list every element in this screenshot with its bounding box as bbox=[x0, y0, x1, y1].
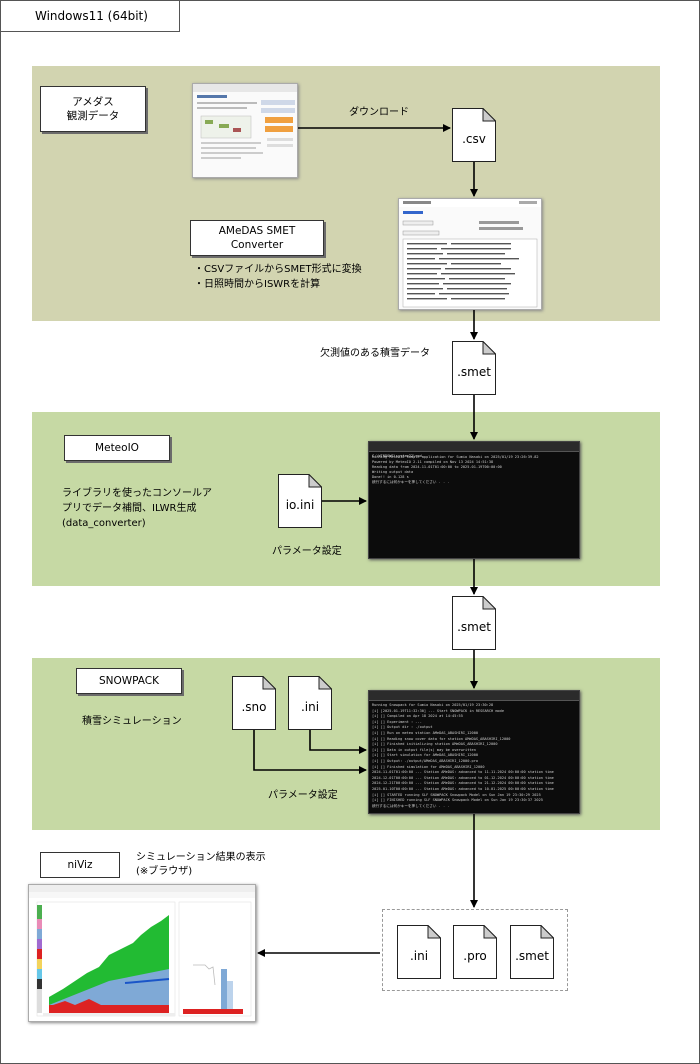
output-smet-file: .smet bbox=[510, 925, 554, 979]
io-ini-file: io.ini bbox=[278, 474, 322, 528]
console-line: [i] [] Output dir : ./output bbox=[372, 725, 433, 730]
console-line: [i] [2025-01-19T11:32:30] --- Start SNOW… bbox=[372, 708, 504, 713]
output-pro-file: .pro bbox=[453, 925, 497, 979]
os-label: Windows11 (64bit) bbox=[0, 0, 180, 32]
amedas-title-line1: アメダス bbox=[72, 95, 114, 108]
output-smet-label: .smet bbox=[515, 949, 549, 963]
meteoio-desc-line2: プリでデータ補間、ILWR生成 bbox=[62, 503, 197, 514]
console-line: Writing output data bbox=[372, 470, 414, 474]
meteoio-console-title: C:\WINDOWS\system32\cmd. bbox=[372, 454, 424, 458]
niviz-desc-line1: シミュレーション結果の表示 bbox=[136, 852, 266, 863]
amedas-title-box: アメダス 観測データ bbox=[40, 86, 146, 132]
console-line: [i] [] Experiment : --- bbox=[372, 719, 422, 724]
niviz-screenshot bbox=[28, 884, 256, 1022]
niviz-desc-line2: (※ブラウザ) bbox=[136, 866, 193, 877]
output-pro-label: .pro bbox=[463, 949, 487, 963]
console-line: [i] [] FINISHED running SLF SNOWPACK Sno… bbox=[372, 798, 543, 803]
console-line: [i] [] Reading snow cover data for stati… bbox=[372, 736, 511, 741]
meteoio-title-box: MeteoIO bbox=[64, 435, 170, 461]
console-line: Reading data from 2024-11-01T01:00:00 to… bbox=[372, 465, 502, 469]
snowpack-title: SNOWPACK bbox=[98, 674, 160, 687]
meteoio-desc-line3: (data_converter) bbox=[62, 518, 146, 529]
console-line: [i] [] Data in output file(s) may be ove… bbox=[372, 747, 476, 752]
console-line: Running Snowpack for Sumio Nasaki on 202… bbox=[372, 703, 494, 707]
console-line: Running MeteoIO sample application for S… bbox=[372, 455, 539, 459]
smet-file-2: .smet bbox=[452, 596, 496, 650]
snowpack-console-titlebar bbox=[369, 691, 579, 701]
console-line: 2025-01-10T00:00:00 --- Station AMeDAS: … bbox=[372, 786, 554, 791]
console-line: 2024-11-01T01:00:00 --- Station AMeDAS: … bbox=[372, 770, 554, 775]
smet-file-1: .smet bbox=[452, 341, 496, 395]
csv-file-label: .csv bbox=[462, 132, 486, 146]
console-line: [i] [] Output: ./output/AMeDAS_ABASHIRI_… bbox=[372, 758, 479, 763]
niviz-title-box: niViz bbox=[40, 852, 120, 878]
console-line: [i] [] Run on meteo station AMeDAS_ABASH… bbox=[372, 730, 479, 735]
console-line: 続行するには何かキーを押してください . . . bbox=[372, 480, 450, 484]
converter-line1: AMeDAS SMET bbox=[218, 224, 296, 237]
meteoio-title: MeteoIO bbox=[95, 441, 139, 454]
converter-bullet-1: ・CSVファイルからSMET形式に変換 bbox=[194, 264, 362, 275]
output-ini-label: .ini bbox=[409, 949, 429, 963]
console-line: [i] [] Compiled on Apr 18 2024 at 14:45:… bbox=[372, 714, 463, 719]
meteoio-desc-line1: ライブラリを使ったコンソールア bbox=[62, 488, 212, 499]
smet-file-1-label: .smet bbox=[457, 365, 491, 379]
console-line: [i] [] Finished initializing station AMe… bbox=[372, 742, 498, 747]
smet-file-2-label: .smet bbox=[457, 620, 491, 634]
console-line: [i] [] STARTED running SLF SNOWPACK Snow… bbox=[372, 792, 541, 797]
amedas-title-line2: 観測データ bbox=[66, 110, 120, 122]
snowpack-param-label: パラメータ設定 bbox=[268, 790, 338, 801]
meteoio-param-label: パラメータ設定 bbox=[272, 546, 342, 557]
converter-box: AMeDAS SMET Converter bbox=[190, 220, 324, 256]
meteoio-console: C:\WINDOWS\system32\cmd. Running MeteoIO… bbox=[368, 441, 580, 559]
console-line: 続行するには何かキーを押してください . . . bbox=[372, 803, 450, 808]
console-line: 2024-12-01T00:00:00 --- Station AMeDAS: … bbox=[372, 775, 554, 780]
smet-missing-caption: 欠測値のある積雪データ bbox=[320, 348, 430, 359]
converter-line2: Converter bbox=[230, 239, 284, 251]
snowpack-ini-file: .ini bbox=[288, 676, 332, 730]
console-line: [i] [] Start simulation for AMeDAS_ABASH… bbox=[372, 753, 479, 758]
console-line: 2024-12-21T00:00:00 --- Station AMeDAS: … bbox=[372, 781, 554, 786]
download-label: ダウンロード bbox=[349, 107, 409, 118]
converter-bullet-2: ・日照時間からISWRを計算 bbox=[194, 279, 321, 290]
console-line: Powered by MeteoIO 2.11 compiled on Nov … bbox=[372, 460, 494, 464]
meteoio-console-titlebar: C:\WINDOWS\system32\cmd. bbox=[369, 442, 579, 458]
sno-file-label: .sno bbox=[241, 700, 267, 714]
csv-file: .csv bbox=[452, 108, 496, 162]
snowpack-console: Running Snowpack for Sumio Nasaki on 202… bbox=[368, 690, 580, 814]
amedas-web-screenshot bbox=[192, 83, 298, 178]
console-line: [i] [] Finished simulation for AMeDAS_AB… bbox=[372, 764, 485, 769]
output-ini-file: .ini bbox=[397, 925, 441, 979]
snowpack-desc: 積雪シミュレーション bbox=[82, 716, 182, 727]
niviz-title: niViz bbox=[67, 858, 93, 871]
converter-app-screenshot bbox=[398, 198, 542, 310]
snowpack-ini-label: .ini bbox=[300, 700, 320, 714]
sno-file: .sno bbox=[232, 676, 276, 730]
console-line: Done!! in 0.128 s bbox=[372, 475, 409, 479]
io-ini-label: io.ini bbox=[285, 498, 315, 512]
snowpack-title-box: SNOWPACK bbox=[76, 668, 182, 694]
